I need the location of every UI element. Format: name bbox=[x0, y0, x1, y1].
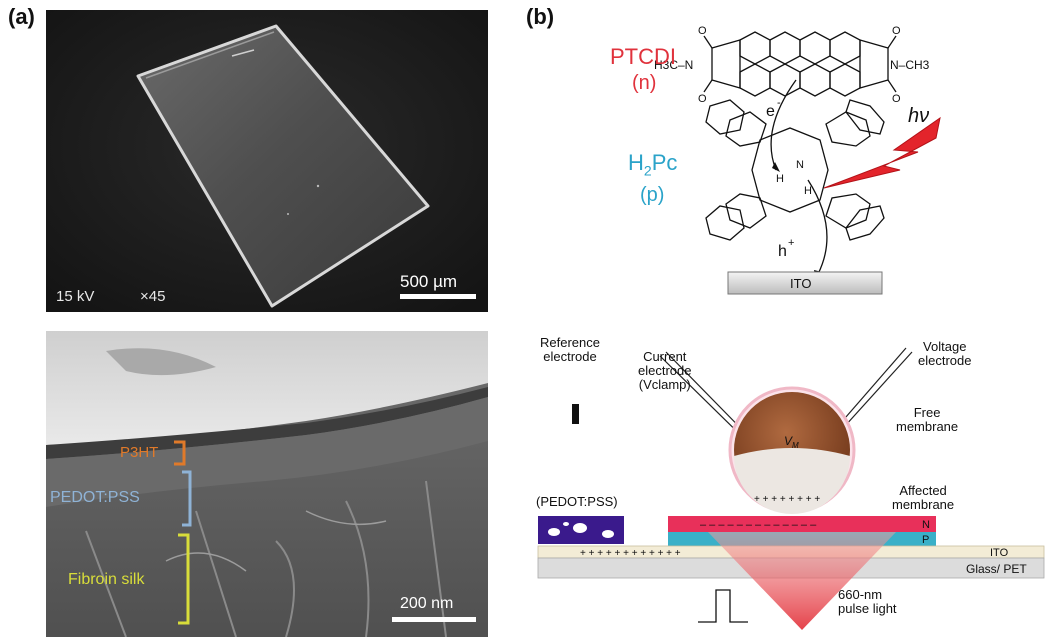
n-layer bbox=[668, 516, 936, 532]
scale-bar-bottom-label: 200 nm bbox=[400, 595, 454, 612]
pedot-device-label: (PEDOT:PSS) bbox=[536, 494, 618, 509]
h2pc-type: (p) bbox=[640, 184, 665, 206]
affected-region bbox=[734, 448, 850, 514]
h2pc-label: H2Pc bbox=[628, 150, 678, 179]
layer-brackets bbox=[174, 440, 192, 625]
pedot-bracket bbox=[182, 470, 192, 527]
sem-image-bottom: P3HT PEDOT:PSS Fibroin silk 200 nm bbox=[46, 331, 488, 637]
svg-text:N: N bbox=[796, 159, 804, 171]
electron-label: e bbox=[766, 103, 775, 120]
ptcdi-label: PTCDI bbox=[610, 44, 676, 69]
svg-text:N: N bbox=[922, 519, 930, 531]
methyl-left: H3C–N bbox=[654, 58, 693, 72]
reference-electrode-icon bbox=[572, 404, 579, 424]
cross-section-svg bbox=[46, 331, 488, 637]
pulse-icon bbox=[698, 589, 748, 623]
svg-text:ITO: ITO bbox=[990, 547, 1009, 559]
vm-label: VM bbox=[784, 434, 799, 450]
fibroin-label: Fibroin silk bbox=[68, 571, 145, 588]
ito-electrode-label: ITO bbox=[790, 276, 811, 291]
scale-bar-bottom bbox=[392, 617, 476, 622]
svg-text:-: - bbox=[777, 97, 781, 109]
svg-text:– – – – – – – – – –: – – – – – – – – – – – – – bbox=[700, 519, 817, 531]
pedot-layer-band bbox=[46, 397, 488, 507]
device-schematic: + + + + + + + + VM – – – – – – – – – – –… bbox=[537, 347, 1045, 630]
light-cone bbox=[708, 532, 896, 630]
svg-text:+ + +: + + + + + + + + + + + + bbox=[580, 548, 681, 559]
silk-bracket bbox=[178, 533, 190, 625]
svg-text:H: H bbox=[804, 185, 812, 197]
ito-electrode bbox=[727, 271, 883, 295]
hv-label: hν bbox=[908, 105, 929, 127]
light-bolt-icon bbox=[823, 116, 941, 189]
molecular-scheme: O O O O H3C–N N–CH3 N H H e - h + hν ITO bbox=[654, 25, 941, 295]
p3ht-bracket bbox=[174, 440, 186, 466]
substrate-label: Glass/ PET bbox=[966, 562, 1027, 576]
scale-bar-top bbox=[400, 294, 476, 299]
scale-bar-top-label: 500 µm bbox=[400, 272, 458, 291]
hole-label: h bbox=[778, 243, 787, 260]
svg-text:+ + + + + + + +: + + + + + + + + bbox=[754, 494, 820, 505]
p3ht-layer-band bbox=[46, 387, 488, 459]
methyl-right: N–CH3 bbox=[890, 58, 930, 72]
silk-flake bbox=[136, 24, 430, 308]
ptcdi-structure bbox=[703, 31, 897, 97]
sem-voltage: 15 kV bbox=[56, 288, 95, 305]
svg-text:O: O bbox=[892, 93, 901, 105]
silk-flake-svg bbox=[46, 10, 488, 312]
svg-text:+: + bbox=[788, 237, 794, 249]
sem-image-top: 15 kV ×45 500 µm bbox=[46, 10, 488, 312]
svg-text:P: P bbox=[922, 534, 929, 546]
h2pc-structure bbox=[705, 99, 885, 241]
panel-a-label: (a) bbox=[8, 4, 35, 29]
svg-text:H: H bbox=[776, 173, 784, 185]
svg-text:O: O bbox=[892, 25, 901, 37]
ptcdi-type: (n) bbox=[632, 72, 657, 94]
p3ht-label: P3HT bbox=[120, 444, 159, 461]
svg-text:O: O bbox=[698, 25, 707, 37]
sem-magnification: ×45 bbox=[140, 288, 166, 305]
panel-b-label: (b) bbox=[526, 4, 555, 29]
svg-text:O: O bbox=[698, 93, 707, 105]
pedot-label: PEDOT:PSS bbox=[50, 489, 140, 506]
